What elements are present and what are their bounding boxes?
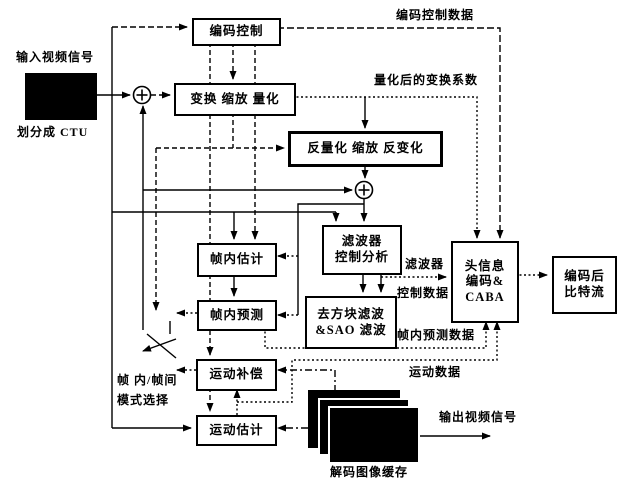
intra-estimation-box: 帧内估计	[197, 243, 277, 277]
deblocking-sao-line2: &SAO 滤波	[315, 322, 387, 337]
coder-control-label: 编码控制	[209, 24, 264, 39]
coded-bitstream-line2: 比特流	[564, 285, 605, 299]
header-coding-cabac-box: 头信息 编码& CABA	[451, 241, 519, 323]
coded-bitstream-box: 编码后 比特流	[552, 256, 617, 314]
deblocking-sao-box: 去方块滤波 &SAO 滤波	[305, 296, 397, 349]
coding-control-data-label: 编码控制数据	[396, 8, 475, 22]
filter-control-analysis-line2: 控制分析	[334, 250, 389, 264]
filter-control-analysis-box: 滤波器 控制分析	[322, 225, 402, 275]
decoded-picture-buffer-label: 解码图像缓存	[330, 465, 409, 479]
coded-bitstream-line1: 编码后	[564, 269, 605, 284]
intra-estimation-label: 帧内估计	[209, 252, 264, 267]
filter-control-data-label-2: 控制数据	[397, 286, 450, 300]
input-signal-label: 输入视频信号	[16, 50, 95, 64]
mode-select-label-2: 模式选择	[117, 393, 170, 407]
motion-compensation-label: 运动补偿	[209, 367, 264, 382]
motion-compensation-box: 运动补偿	[196, 359, 277, 391]
intra-prediction-label: 帧内预测	[209, 307, 264, 322]
output-signal-label: 输出视频信号	[439, 410, 518, 424]
intra-prediction-box: 帧内预测	[197, 300, 277, 331]
header-coding-cabac-line1: 头信息	[464, 258, 506, 273]
mode-select-label-1: 帧 内/帧间	[117, 373, 178, 387]
motion-estimation-label: 运动估计	[209, 422, 264, 437]
quantized-coefficients-label: 量化后的变换系数	[374, 73, 479, 87]
adder-symbols	[132, 85, 374, 200]
coder-control-box: 编码控制	[192, 18, 281, 46]
split-ctu-label: 划分成 CTU	[17, 125, 89, 139]
header-coding-cabac-line3: CABA	[465, 289, 505, 304]
filter-control-data-label-1: 滤波器	[405, 257, 445, 271]
inverse-quant-label: 反量化 缩放 反变化	[307, 141, 424, 156]
decoded-frame-3	[328, 406, 420, 464]
header-coding-cabac-line2: 编码&	[465, 274, 505, 289]
inverse-quant-box: 反量化 缩放 反变化	[288, 131, 443, 167]
intra-prediction-data-label: 帧内预测数据	[397, 328, 476, 342]
input-video-frame	[25, 73, 97, 120]
deblocking-sao-line1: 去方块滤波	[317, 306, 385, 321]
transform-scale-quant-box: 变换 缩放 量化	[174, 83, 296, 116]
transform-scale-quant-label: 变换 缩放 量化	[190, 91, 280, 106]
motion-estimation-box: 运动估计	[196, 415, 277, 446]
motion-data-label: 运动数据	[409, 365, 462, 379]
filter-control-analysis-line1: 滤波器	[341, 234, 383, 249]
